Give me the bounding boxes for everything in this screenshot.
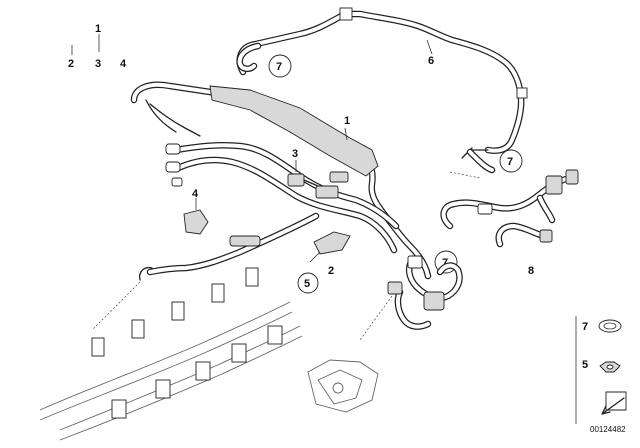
pressure-sensor bbox=[287, 160, 319, 187]
bracket bbox=[183, 198, 209, 235]
hose-clamp bbox=[339, 7, 353, 21]
circle-7-right bbox=[499, 149, 523, 173]
circle-7-top bbox=[268, 54, 292, 78]
injector bbox=[245, 267, 259, 287]
legend-box: 7 5 bbox=[575, 316, 627, 424]
pipe-connector bbox=[171, 177, 183, 187]
pipe-connector bbox=[165, 161, 181, 173]
injector bbox=[211, 283, 225, 303]
injector bbox=[131, 319, 145, 339]
callout-8[interactable]: 8 bbox=[528, 265, 534, 277]
arrow-box bbox=[605, 391, 627, 411]
injector bbox=[171, 301, 185, 321]
callout-6[interactable]: 6 bbox=[428, 55, 434, 67]
circled-7-right[interactable]: 7 bbox=[507, 156, 513, 168]
callout-2-clip[interactable]: 2 bbox=[328, 265, 334, 277]
circled-7-center[interactable]: 7 bbox=[442, 257, 448, 269]
center-hose-assembly bbox=[387, 255, 463, 330]
valve bbox=[545, 175, 563, 195]
hose-clamp bbox=[477, 203, 493, 215]
callout-1-rail[interactable]: 1 bbox=[344, 115, 350, 127]
circled-5[interactable]: 5 bbox=[304, 278, 310, 290]
injector bbox=[195, 361, 211, 381]
injector bbox=[91, 337, 105, 357]
injector bbox=[231, 343, 247, 363]
clamp-icon bbox=[598, 319, 622, 333]
circled-7-top[interactable]: 7 bbox=[276, 61, 282, 73]
leader-1-rail bbox=[344, 127, 348, 141]
injector-rail bbox=[39, 267, 393, 441]
leader-2-clip bbox=[309, 251, 321, 263]
callout-3-sensor[interactable]: 3 bbox=[292, 148, 298, 160]
sensor-body bbox=[287, 173, 305, 187]
clip-and-nut bbox=[297, 231, 351, 294]
nut-hole bbox=[606, 364, 614, 370]
legend-7[interactable]: 7 bbox=[582, 321, 588, 333]
hose-small-right bbox=[466, 148, 496, 174]
pump-body bbox=[423, 291, 445, 311]
clamp-inner bbox=[603, 322, 617, 330]
callout-4-bracket[interactable]: 4 bbox=[192, 188, 199, 200]
injector bbox=[111, 399, 127, 419]
callout-2[interactable]: 2 bbox=[68, 58, 74, 70]
callout-4[interactable]: 4 bbox=[120, 58, 127, 70]
connector bbox=[387, 281, 403, 295]
tank-hose bbox=[440, 169, 579, 248]
top-left-callouts: 1 2 3 4 bbox=[68, 23, 127, 70]
callout-1[interactable]: 1 bbox=[95, 23, 101, 35]
hose-top bbox=[236, 42, 262, 72]
damper bbox=[229, 235, 261, 247]
pipe-junction bbox=[329, 171, 349, 183]
fuel-rail-main bbox=[130, 81, 432, 281]
diagram-id: 00124482 bbox=[590, 425, 626, 434]
pipe-connector bbox=[165, 143, 181, 155]
injector bbox=[155, 379, 171, 399]
connector bbox=[539, 229, 553, 243]
legend-5[interactable]: 5 bbox=[582, 359, 588, 371]
hose-clamp bbox=[516, 87, 528, 99]
callout-3[interactable]: 3 bbox=[95, 58, 101, 70]
valve-cap bbox=[565, 169, 579, 185]
return-line bbox=[236, 7, 528, 159]
leader-6 bbox=[426, 39, 433, 55]
connector bbox=[407, 255, 423, 269]
injectors bbox=[91, 267, 283, 419]
pipe-junction bbox=[315, 185, 339, 199]
hp-pump bbox=[307, 359, 379, 413]
injector bbox=[267, 325, 283, 345]
circle-5 bbox=[297, 272, 319, 294]
arrow-icon bbox=[601, 397, 625, 415]
